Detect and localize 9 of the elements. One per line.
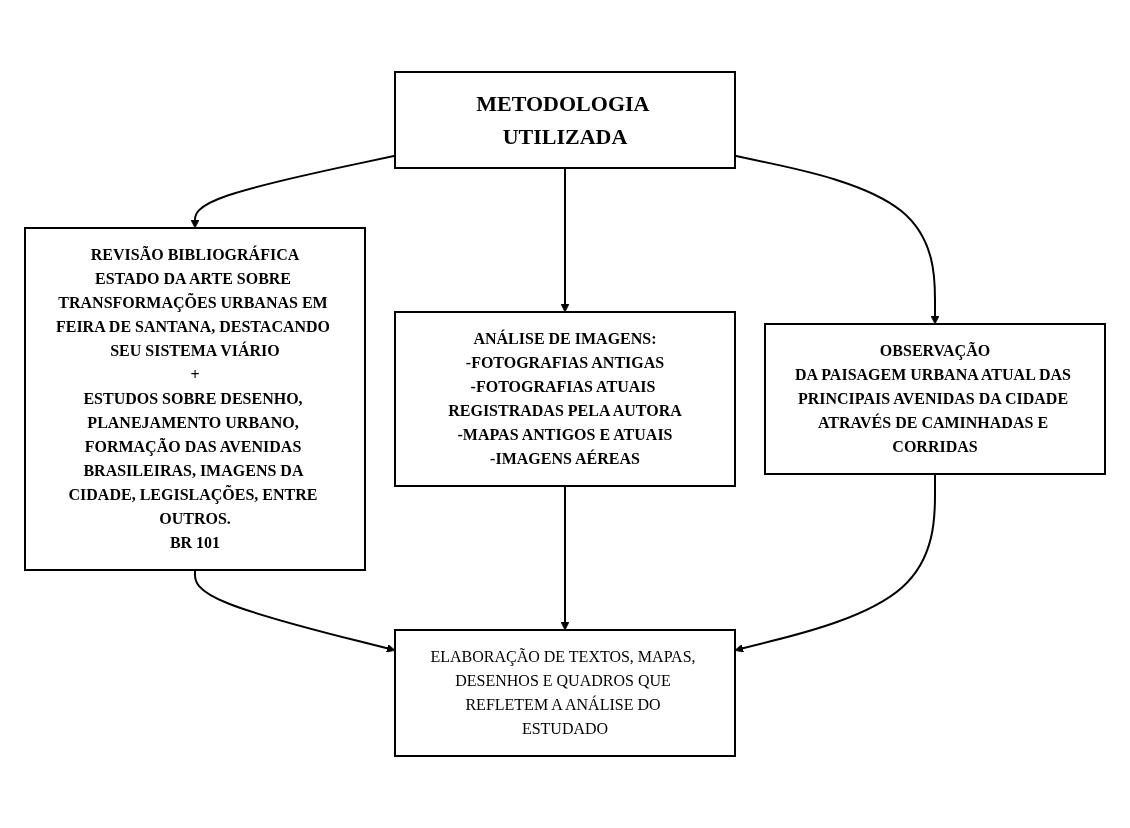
node-box: OBSERVAÇÃO DA PAISAGEM URBANA ATUAL DAS PRINCIPAIS AVENIDAS DA CIDADE ATRAVÉS DE CAMINHADAS E CORRIDAS <box>764 323 1106 475</box>
node-box: REVISÃO BIBLIOGRÁFICA ESTADO DA ARTE SOBRE TRANSFORMAÇÕES URBANAS EM FEIRA DE SANTANA, DESTACANDO SEU SISTEMA VIÁRIO + ESTUDOS SOBRE DESENHO, PLANEJAMENTO URBANO, FORMAÇÃO DAS AVENIDAS BRASILEIRAS, IMAGENS DA CIDADE, LEGISLAÇÕES, ENTRE OUTROS. BR 101 <box>24 227 366 571</box>
node-box: ANÁLISE DE IMAGENS: -FOTOGRAFIAS ANTIGAS -FOTOGRAFIAS ATUAIS REGISTRADAS PELA AUTORA -MAPAS ANTIGOS E ATUAIS -IMAGENS AÉREAS <box>394 311 736 487</box>
node-box: ELABORAÇÃO DE TEXTOS, MAPAS, DESENHOS E QUADROS QUE REFLETEM A ANÁLISE DO ESTUDADO <box>394 629 736 757</box>
node-box: METODOLOGIA UTILIZADA <box>394 71 736 169</box>
arrow <box>560 485 570 631</box>
arrow <box>190 154 396 229</box>
arrow <box>194 569 396 653</box>
arrow <box>560 167 570 313</box>
